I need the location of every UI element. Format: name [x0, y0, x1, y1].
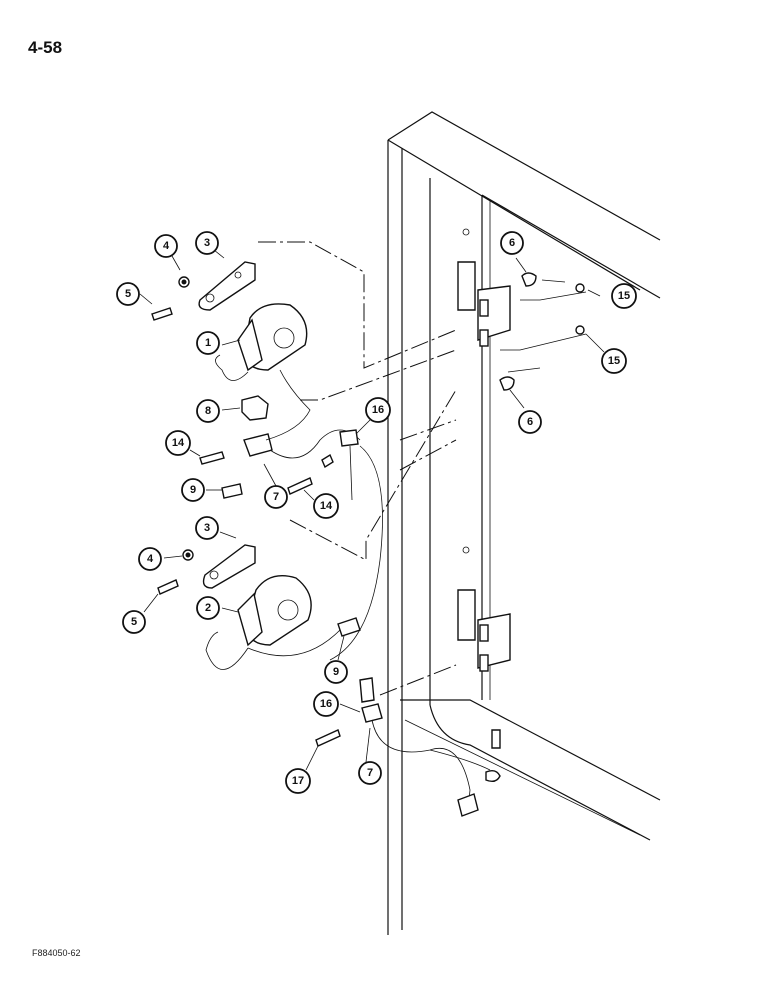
callout-4a: 4: [154, 234, 178, 258]
svg-text:15: 15: [608, 355, 620, 367]
upper-wiper-motor: [215, 303, 308, 381]
callout-3b: 3: [195, 516, 219, 540]
svg-text:9: 9: [190, 484, 196, 496]
svg-text:5: 5: [131, 616, 137, 628]
callout-leaders: [139, 249, 605, 771]
svg-text:16: 16: [320, 698, 332, 710]
svg-text:6: 6: [509, 237, 515, 249]
fasteners: [199, 272, 585, 747]
callout-16a: 16: [365, 397, 391, 423]
lower-wiper-motor: [205, 575, 361, 670]
svg-text:9: 9: [333, 666, 339, 678]
figure-code: F884050-62: [32, 948, 81, 958]
leader-lines: [258, 241, 587, 696]
callout-8: 8: [196, 399, 220, 423]
svg-text:7: 7: [273, 491, 279, 503]
lower-bracket: [157, 544, 256, 595]
callout-2: 2: [196, 596, 220, 620]
callout-9a: 9: [181, 478, 205, 502]
callout-15b: 15: [601, 348, 627, 374]
svg-text:6: 6: [527, 416, 533, 428]
callout-17: 17: [285, 768, 311, 794]
svg-text:3: 3: [204, 237, 210, 249]
callout-5a: 5: [116, 282, 140, 306]
svg-text:4: 4: [147, 553, 154, 565]
svg-text:1: 1: [205, 337, 211, 349]
callout-14a: 14: [165, 430, 191, 456]
callout-7b: 7: [358, 761, 382, 785]
svg-text:15: 15: [618, 290, 630, 302]
relay-and-connectors: [221, 369, 383, 661]
svg-text:17: 17: [292, 775, 304, 787]
svg-text:14: 14: [172, 437, 185, 449]
callout-14b: 14: [313, 493, 339, 519]
callout-9b: 9: [324, 660, 348, 684]
callout-5b: 5: [122, 610, 146, 634]
svg-text:7: 7: [367, 767, 373, 779]
svg-text:4: 4: [163, 240, 170, 252]
callout-16b: 16: [313, 691, 339, 717]
svg-text:16: 16: [372, 404, 384, 416]
lower-hinge: [457, 589, 511, 672]
svg-text:2: 2: [205, 602, 211, 614]
page-number: 4-58: [28, 38, 63, 57]
svg-text:8: 8: [205, 405, 211, 417]
upper-hinge: [457, 261, 511, 347]
callout-7a: 7: [264, 485, 288, 509]
svg-text:3: 3: [204, 522, 210, 534]
callout-4b: 4: [138, 547, 162, 571]
door-frame: [387, 111, 661, 935]
svg-text:14: 14: [320, 500, 333, 512]
callout-6a: 6: [500, 231, 524, 255]
callout-1: 1: [196, 331, 220, 355]
svg-text:5: 5: [125, 288, 131, 300]
lower-harness: [359, 677, 501, 817]
callout-6b: 6: [518, 410, 542, 434]
upper-bracket: [151, 261, 256, 321]
callout-3a: 3: [195, 231, 219, 255]
callout-15a: 15: [611, 283, 637, 309]
